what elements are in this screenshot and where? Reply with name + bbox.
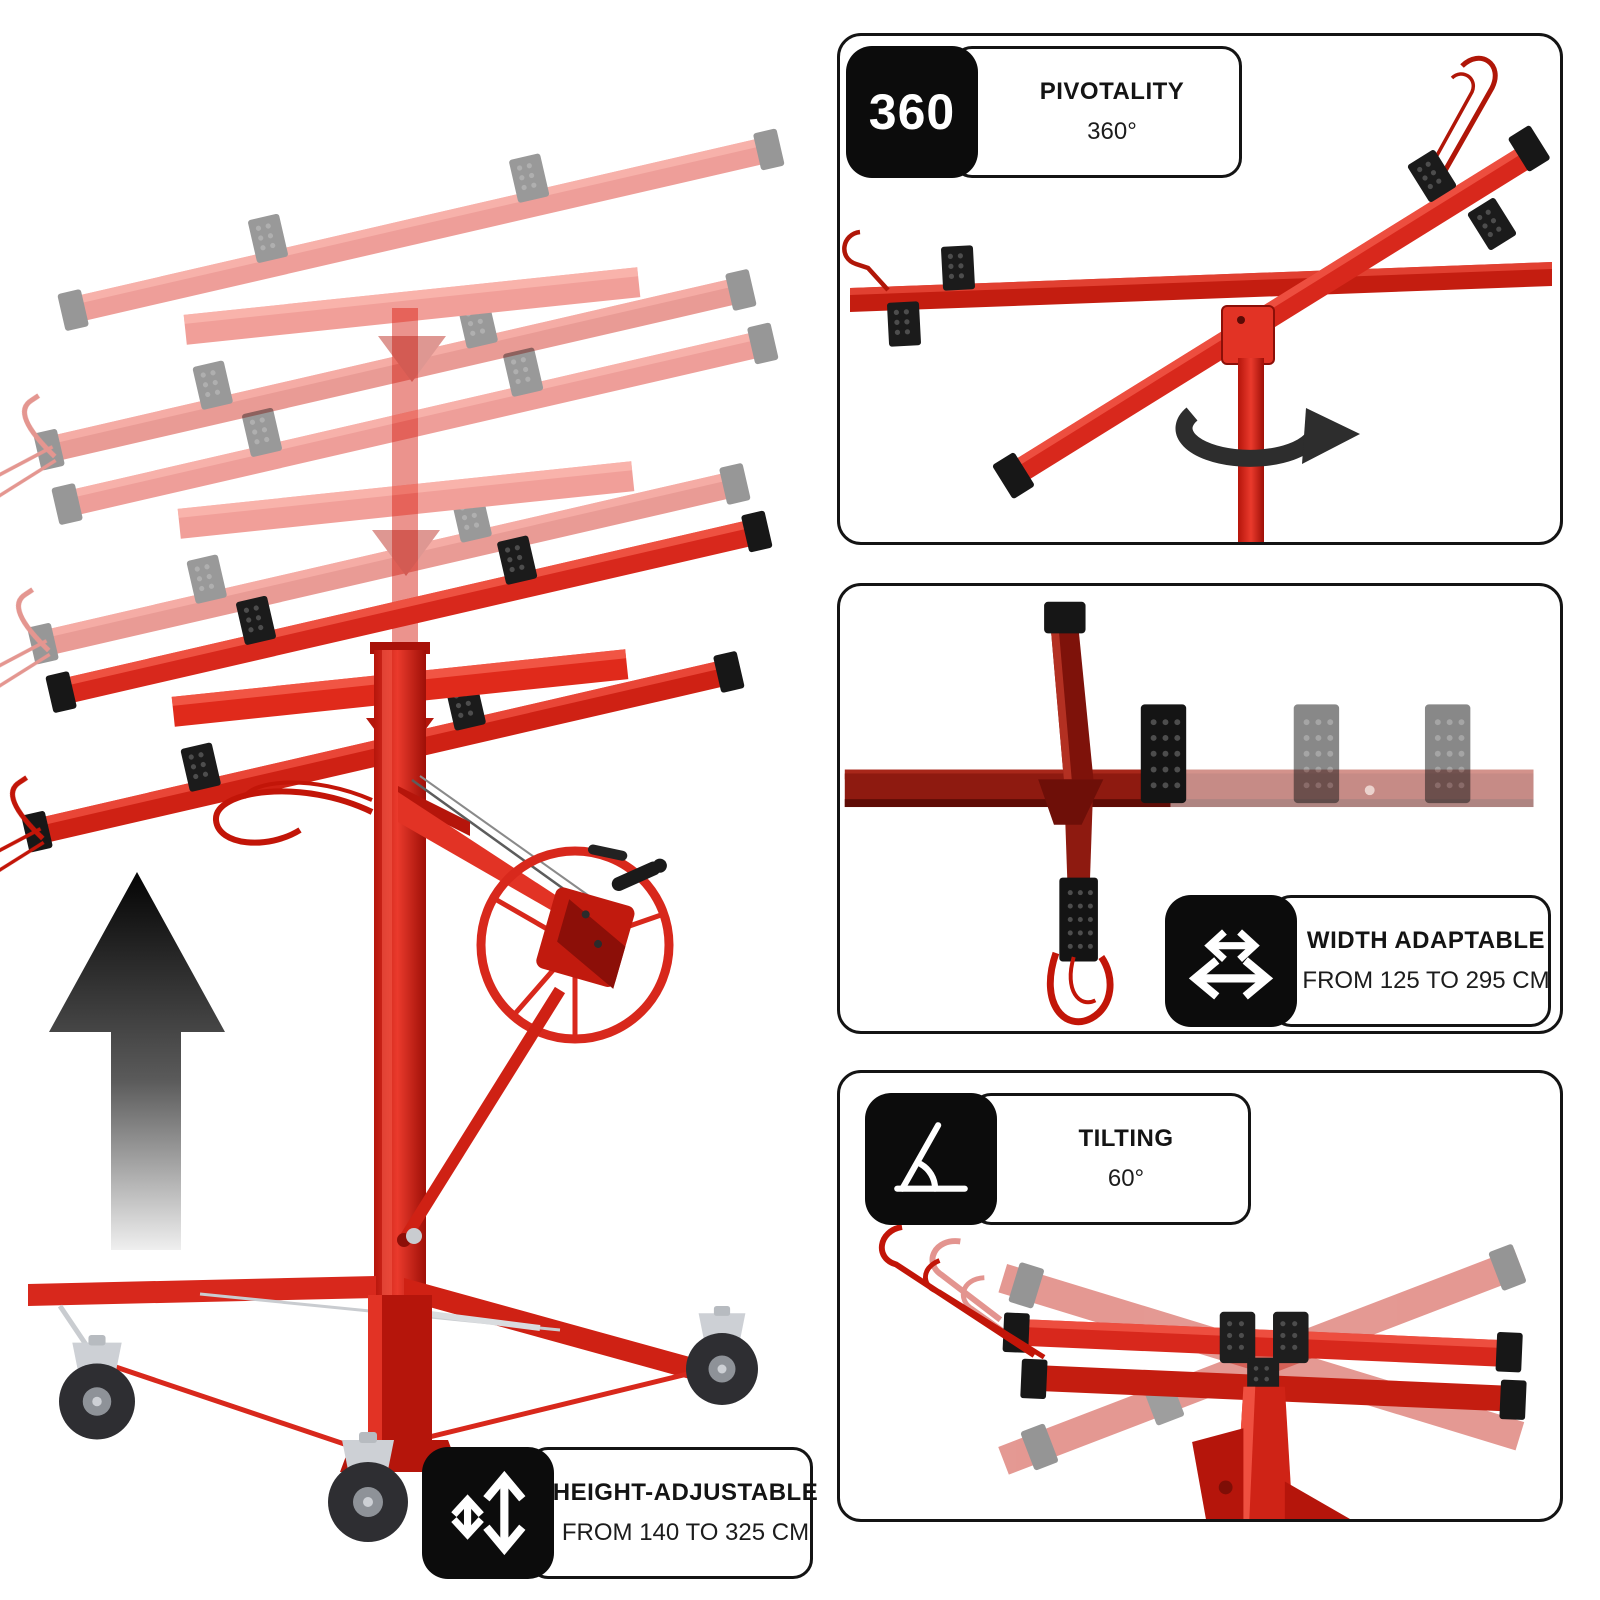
badge-360-number: 360	[868, 84, 956, 140]
support-arm	[1038, 601, 1104, 894]
width-badge-label: WIDTH ADAPTABLE FROM 125 TO 295 CM	[1271, 895, 1551, 1027]
pivot-feature-panel: 360 PIVOTALITY 360°	[837, 33, 1563, 545]
width-feature-panel: WIDTH ADAPTABLE FROM 125 TO 295 CM	[837, 583, 1563, 1034]
width-double-arrows-icon	[1165, 895, 1297, 1027]
pivot-illustration	[842, 55, 1552, 542]
tilt-value: 60°	[1107, 1165, 1145, 1192]
base	[28, 1276, 758, 1542]
drywall-lift-illustration	[0, 0, 837, 1542]
winch	[397, 775, 674, 1247]
winch-wheel	[476, 846, 674, 1044]
ghost-beam-extension	[1170, 769, 1534, 808]
width-title: WIDTH ADAPTABLE	[1306, 927, 1546, 954]
width-badge: WIDTH ADAPTABLE FROM 125 TO 295 CM	[1165, 895, 1551, 1027]
winch-handle	[611, 858, 667, 891]
height-double-arrows-icon	[422, 1447, 554, 1579]
lift-up-arrow	[49, 872, 225, 1250]
rotation-360-badge-icon: 360	[846, 46, 978, 178]
pivot-badge: 360 PIVOTALITY 360°	[846, 46, 1242, 178]
panel-hook-left	[842, 229, 890, 292]
height-badge: HEIGHT-ADJUSTABLE FROM 140 TO 325 CM	[422, 1447, 818, 1579]
tilt-illustration	[878, 1224, 1527, 1519]
tilt-title: TILTING	[1078, 1125, 1174, 1152]
tilt-hooks	[878, 1224, 1046, 1360]
height-value: FROM 140 TO 325 CM	[561, 1519, 810, 1546]
tilt-pedestal	[1192, 1386, 1350, 1519]
support-pad	[1140, 704, 1187, 804]
tilt-angle-icon	[865, 1093, 997, 1225]
tilt-badge-label: TILTING 60°	[971, 1093, 1251, 1225]
support-fork	[1046, 951, 1114, 1026]
width-value: FROM 125 TO 295 CM	[1302, 967, 1550, 994]
height-title: HEIGHT-ADJUSTABLE	[552, 1479, 819, 1506]
carry-hook	[213, 780, 374, 846]
pivot-title: PIVOTALITY	[1039, 78, 1185, 105]
rotation-arrow-icon	[1175, 407, 1360, 467]
winch-brace	[398, 986, 566, 1244]
height-badge-label: HEIGHT-ADJUSTABLE FROM 140 TO 325 CM	[528, 1447, 818, 1579]
width-illustration	[844, 601, 1534, 1026]
tilt-feature-panel: TILTING 60°	[837, 1070, 1563, 1522]
panel-hook-right	[1439, 55, 1498, 178]
caster-wheel-left	[59, 1335, 135, 1440]
tilt-badge: TILTING 60°	[865, 1093, 1251, 1225]
pivot-badge-label: PIVOTALITY 360°	[952, 46, 1242, 178]
pivot-value: 360°	[1087, 118, 1137, 145]
caster-wheel-right	[686, 1306, 758, 1405]
